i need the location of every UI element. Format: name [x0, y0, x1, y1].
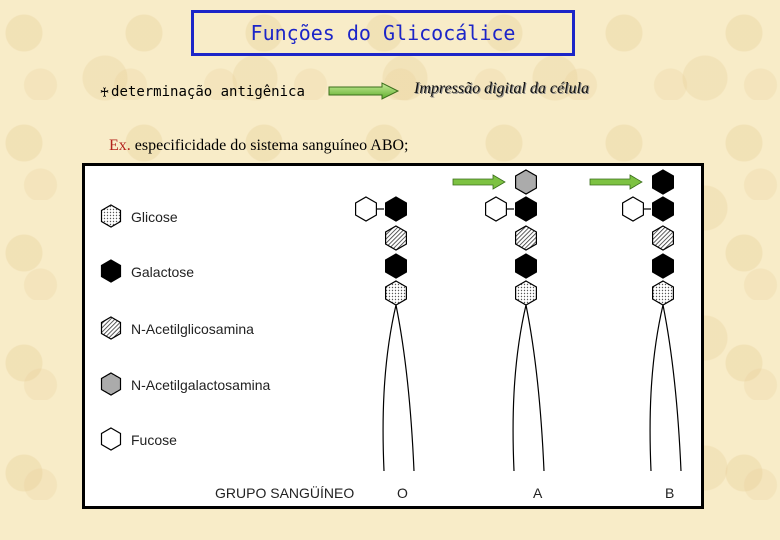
group-b-galactose-3 [653, 254, 674, 278]
example-label: Ex. [109, 137, 131, 154]
group-a-glcnac-2 [516, 226, 537, 250]
group-o-fucose [356, 197, 377, 221]
group-a-galnac-0 [516, 170, 537, 194]
bullet-text: determinação antigênica [111, 84, 305, 100]
group-b-glcnac-2 [653, 226, 674, 250]
group-a-glucose-4 [516, 281, 537, 305]
group-o-tail-left [383, 305, 396, 471]
group-o-glucose-3 [386, 281, 407, 305]
group-a-tail-right [526, 305, 544, 471]
legend-fucose-icon [102, 428, 121, 450]
group-o-glcnac-1 [386, 226, 407, 250]
group-o-tail-right [396, 305, 414, 471]
arrow-to-a-icon [453, 175, 505, 189]
cross-bullet-icon: ♰ [100, 83, 109, 101]
example-line: Ex. especificidade do sistema sanguíneo … [109, 137, 409, 155]
group-b-tail-right [663, 305, 681, 471]
group-b-glucose-4 [653, 281, 674, 305]
arrow-to-b-icon [590, 175, 642, 189]
legend-glucose-icon [102, 205, 121, 227]
group-a-galactose-3 [516, 254, 537, 278]
abo-figure: Glicose Galactose N-Acetilglicosamina N-… [82, 163, 704, 509]
legend-galactose-icon [102, 260, 121, 282]
slide-title: Funções do Glicocálice [191, 10, 575, 56]
group-b-tail-left [650, 305, 663, 471]
fingerprint-text: Impressão digital da célula [414, 80, 589, 98]
oligosaccharide-chains [85, 166, 701, 506]
bullet-item: ♰ determinação antigênica [100, 80, 305, 104]
green-arrow-icon [328, 82, 400, 100]
legend-galnac-icon [102, 373, 121, 395]
group-o-galactose-0 [386, 197, 407, 221]
group-b-galactose-0 [653, 170, 674, 194]
legend-glcnac-icon [102, 317, 121, 339]
group-b-fucose [623, 197, 644, 221]
group-a-tail-left [513, 305, 526, 471]
group-a-galactose-1 [516, 197, 537, 221]
group-a-fucose [486, 197, 507, 221]
group-b-galactose-1 [653, 197, 674, 221]
group-o-galactose-2 [386, 254, 407, 278]
example-text: especificidade do sistema sanguíneo ABO; [131, 137, 409, 154]
